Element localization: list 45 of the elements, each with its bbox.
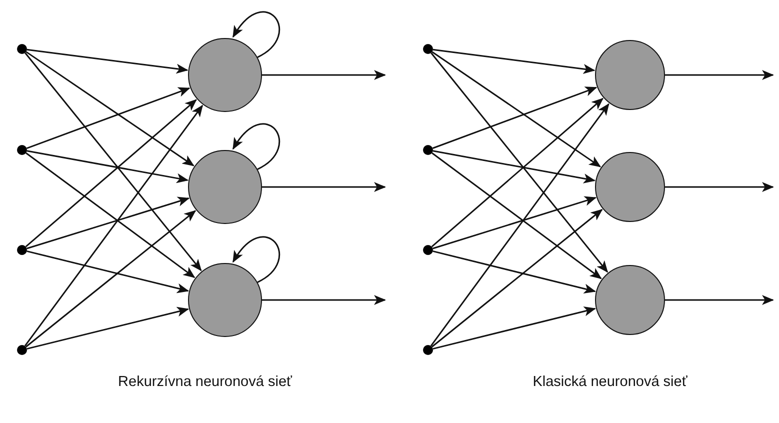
arrow bbox=[432, 48, 596, 74]
arrow bbox=[26, 150, 189, 184]
arrow bbox=[25, 210, 196, 348]
arrow bbox=[262, 182, 386, 192]
arrow bbox=[430, 52, 608, 273]
arrow bbox=[432, 86, 598, 149]
arrow bbox=[432, 250, 596, 294]
input-dot bbox=[423, 44, 433, 54]
arrow bbox=[26, 51, 194, 166]
arrow bbox=[432, 196, 597, 250]
arrow bbox=[26, 87, 190, 149]
input-dot bbox=[423, 245, 433, 255]
arrow bbox=[232, 236, 280, 283]
arrow bbox=[26, 306, 190, 350]
arrow bbox=[431, 98, 604, 248]
arrow bbox=[432, 152, 602, 280]
arrow bbox=[262, 70, 386, 80]
input-dot bbox=[17, 44, 27, 54]
arrow bbox=[431, 208, 603, 348]
arrow bbox=[25, 99, 197, 248]
input-dot bbox=[17, 245, 27, 255]
neuron-circle bbox=[188, 263, 262, 337]
neuron-circle bbox=[188, 38, 262, 112]
arrow bbox=[26, 250, 190, 294]
arrow bbox=[262, 295, 386, 305]
arrow bbox=[665, 70, 774, 80]
arrow bbox=[24, 104, 204, 346]
input-dot bbox=[17, 345, 27, 355]
arrow bbox=[430, 103, 610, 346]
arrow bbox=[26, 48, 188, 74]
arrow bbox=[432, 51, 602, 168]
arrow bbox=[432, 150, 596, 184]
caption: Klasická neuronová sieť bbox=[532, 374, 688, 390]
arrow bbox=[232, 11, 280, 58]
arrow bbox=[26, 196, 190, 250]
input-dot bbox=[17, 145, 27, 155]
input-dot bbox=[423, 345, 433, 355]
arrow bbox=[665, 182, 774, 192]
arrow bbox=[665, 295, 774, 305]
arrow bbox=[24, 52, 202, 272]
caption: Rekurzívna neuronová sieť bbox=[117, 374, 293, 390]
arrow bbox=[432, 306, 596, 350]
arrow bbox=[232, 123, 280, 170]
input-dot bbox=[423, 145, 433, 155]
arrow bbox=[26, 152, 196, 278]
